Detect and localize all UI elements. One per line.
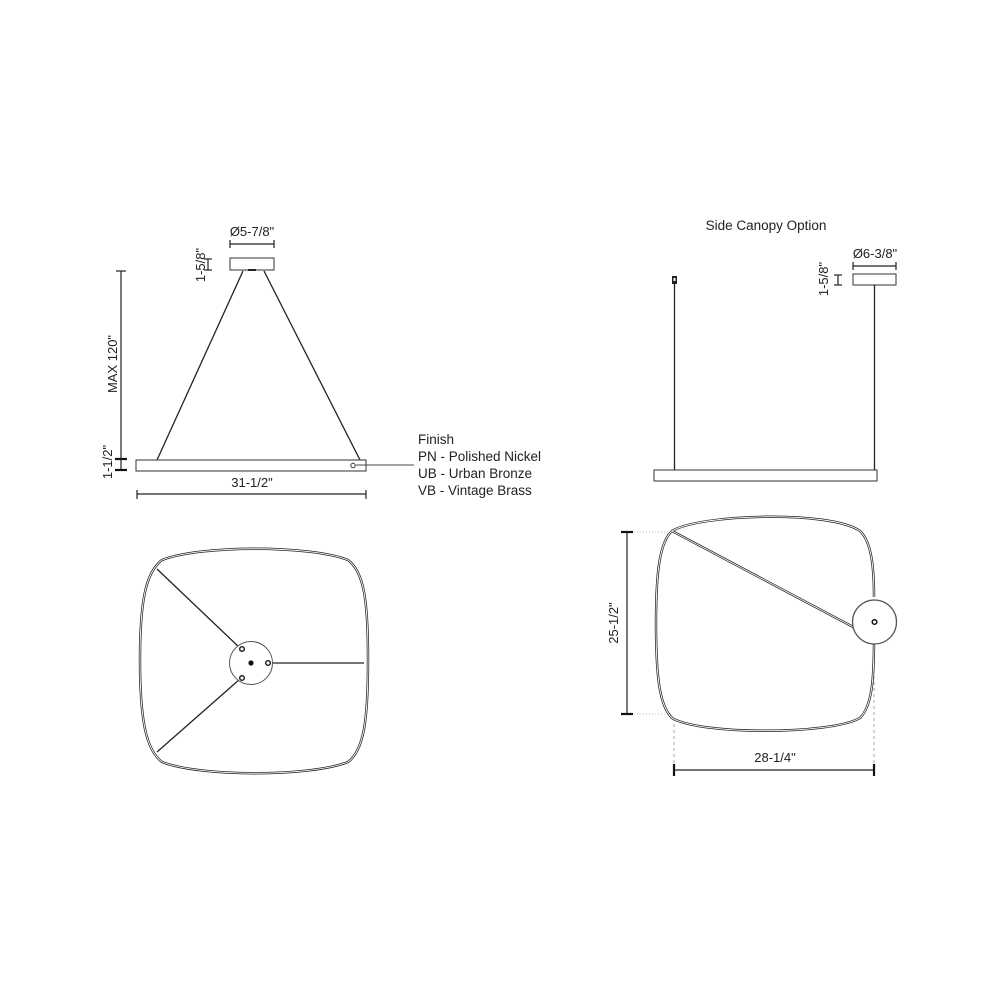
side-canopy-height-label: 1-5/8" <box>816 261 831 296</box>
canopy-center-point <box>248 660 254 666</box>
cable-spoke-lower <box>156 678 241 753</box>
side-width-dimension <box>672 764 876 776</box>
ring-side-profile <box>135 459 367 472</box>
width-dimension <box>136 490 367 499</box>
ceiling-canopy <box>229 257 275 271</box>
finish-option-pn: PN - Polished Nickel <box>418 449 541 464</box>
side-canopy-diameter-label: Ø6-3/8" <box>853 246 898 261</box>
max-height-dimension <box>115 270 127 472</box>
max-height-label: MAX 120" <box>105 335 120 393</box>
main-plan-view <box>138 547 370 775</box>
finish-option-vb: VB - Vintage Brass <box>418 483 532 498</box>
side-canopy-plan-view: 25-1/2" 28-1/4" <box>606 515 898 776</box>
canopy-height-label: 1-5/8" <box>193 247 208 282</box>
canopy-diameter-label: Ø5-7/8" <box>230 224 275 239</box>
finish-note: Finish PN - Polished Nickel UB - Urban B… <box>418 432 541 498</box>
side-canopy-diameter-dimension <box>852 262 897 270</box>
depth-label: 25-1/2" <box>606 602 621 644</box>
side-canopy-elevation-view: Side Canopy Option Ø6-3/8" 1-5/8" <box>653 218 898 482</box>
width-label: 31-1/2" <box>231 475 273 490</box>
cable-spoke-upper <box>156 568 242 650</box>
side-ceiling-canopy <box>852 273 897 286</box>
finish-option-ub: UB - Urban Bronze <box>418 466 532 481</box>
suspension-cable-right <box>263 270 361 461</box>
finish-title: Finish <box>418 432 454 447</box>
suspension-cable-left <box>156 270 244 461</box>
side-ring-plan-outline <box>654 515 876 732</box>
cable-anchor-3 <box>265 660 272 667</box>
side-ring-profile <box>653 469 878 482</box>
canopy-height-dimension <box>204 258 212 271</box>
side-width-label: 28-1/4" <box>754 750 796 765</box>
cable-anchor-2 <box>238 675 245 682</box>
cable-anchor-1 <box>238 646 245 653</box>
side-canopy-title: Side Canopy Option <box>706 218 827 233</box>
canopy-diameter-dimension <box>229 240 275 248</box>
main-elevation-view: Ø5-7/8" 1-5/8" MAX 120" 1-1/2" <box>100 224 414 499</box>
cable-entry-point <box>350 462 356 469</box>
side-canopy-center-point <box>871 618 878 626</box>
ring-height-label: 1-1/2" <box>100 444 115 479</box>
depth-dimension <box>621 530 633 716</box>
side-canopy-height-dimension <box>834 274 842 286</box>
